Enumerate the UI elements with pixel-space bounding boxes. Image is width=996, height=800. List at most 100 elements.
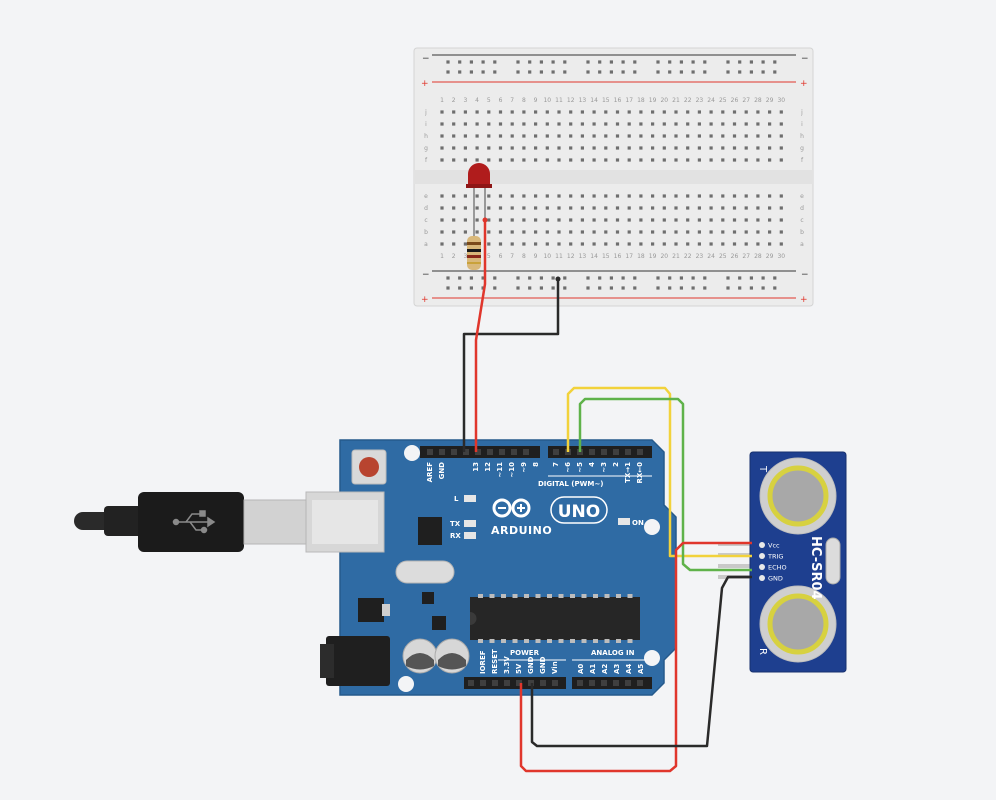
breadboard-hole[interactable] xyxy=(615,158,620,162)
breadboard-hole[interactable] xyxy=(475,194,479,198)
breadboard-hole[interactable] xyxy=(592,122,596,126)
breadboard-hole[interactable] xyxy=(569,134,573,138)
breadboard-hole[interactable] xyxy=(534,110,538,114)
breadboard-hole[interactable] xyxy=(627,110,631,114)
rail-hole[interactable] xyxy=(749,276,753,280)
breadboard-hole[interactable] xyxy=(545,242,549,246)
breadboard-hole[interactable] xyxy=(639,134,643,138)
breadboard-hole[interactable] xyxy=(662,218,666,222)
breadboard-hole[interactable] xyxy=(744,206,748,210)
breadboard-hole[interactable] xyxy=(615,146,620,150)
breadboard-hole[interactable] xyxy=(779,194,783,198)
rail-hole[interactable] xyxy=(761,286,765,290)
breadboard-hole[interactable] xyxy=(662,146,666,150)
breadboard-hole[interactable] xyxy=(440,110,444,114)
rail-hole[interactable] xyxy=(726,60,730,64)
breadboard-hole[interactable] xyxy=(487,242,491,246)
breadboard-hole[interactable] xyxy=(557,158,561,162)
breadboard-hole[interactable] xyxy=(709,110,713,114)
rail-hole[interactable] xyxy=(446,276,450,280)
rail-hole[interactable] xyxy=(598,60,602,64)
breadboard-hole[interactable] xyxy=(545,194,549,198)
breadboard-hole[interactable] xyxy=(732,206,737,210)
breadboard-hole[interactable] xyxy=(662,206,666,210)
breadboard-hole[interactable] xyxy=(651,206,655,210)
rail-hole[interactable] xyxy=(516,60,520,64)
breadboard-hole[interactable] xyxy=(463,206,467,210)
rail-hole[interactable] xyxy=(703,286,707,290)
breadboard-hole[interactable] xyxy=(744,242,748,246)
breadboard-hole[interactable] xyxy=(557,122,561,126)
breadboard-hole[interactable] xyxy=(662,122,666,126)
breadboard-hole[interactable] xyxy=(756,194,760,198)
breadboard-hole[interactable] xyxy=(498,110,503,114)
breadboard-hole[interactable] xyxy=(534,194,538,198)
header-pin-hole[interactable] xyxy=(499,449,505,455)
breadboard-hole[interactable] xyxy=(463,242,467,246)
breadboard-hole[interactable] xyxy=(487,158,491,162)
breadboard-holes[interactable] xyxy=(440,60,783,290)
rail-hole[interactable] xyxy=(516,276,520,280)
breadboard-hole[interactable] xyxy=(592,134,596,138)
breadboard-hole[interactable] xyxy=(534,158,538,162)
breadboard-hole[interactable] xyxy=(557,218,561,222)
breadboard-hole[interactable] xyxy=(744,134,748,138)
rail-hole[interactable] xyxy=(551,70,555,74)
rail-hole[interactable] xyxy=(458,286,462,290)
rail-hole[interactable] xyxy=(446,70,450,74)
breadboard-hole[interactable] xyxy=(721,122,725,126)
breadboard-hole[interactable] xyxy=(463,134,467,138)
breadboard-hole[interactable] xyxy=(522,230,526,234)
breadboard-hole[interactable] xyxy=(779,146,783,150)
rail-hole[interactable] xyxy=(528,286,532,290)
reset-button[interactable] xyxy=(359,457,379,477)
breadboard-hole[interactable] xyxy=(686,218,690,222)
breadboard-hole[interactable] xyxy=(580,206,584,210)
breadboard-hole[interactable] xyxy=(475,218,479,222)
breadboard-hole[interactable] xyxy=(569,110,573,114)
breadboard-hole[interactable] xyxy=(475,146,479,150)
breadboard-hole[interactable] xyxy=(452,146,456,150)
breadboard-hole[interactable] xyxy=(627,242,631,246)
rail-hole[interactable] xyxy=(469,286,473,290)
breadboard-hole[interactable] xyxy=(721,206,725,210)
rail-hole[interactable] xyxy=(738,276,742,280)
header-pin-hole[interactable] xyxy=(540,680,546,686)
breadboard-hole[interactable] xyxy=(545,158,549,162)
breadboard-hole[interactable] xyxy=(615,206,620,210)
rail-hole[interactable] xyxy=(493,276,497,280)
breadboard-hole[interactable] xyxy=(697,158,701,162)
rail-hole[interactable] xyxy=(668,286,672,290)
breadboard-hole[interactable] xyxy=(604,218,608,222)
rail-hole[interactable] xyxy=(679,276,683,280)
breadboard-hole[interactable] xyxy=(768,146,772,150)
breadboard-hole[interactable] xyxy=(732,134,737,138)
breadboard-hole[interactable] xyxy=(545,110,549,114)
breadboard-hole[interactable] xyxy=(779,122,783,126)
rail-hole[interactable] xyxy=(446,60,450,64)
breadboard-hole[interactable] xyxy=(604,194,608,198)
rail-hole[interactable] xyxy=(633,276,637,280)
breadboard-hole[interactable] xyxy=(487,218,491,222)
breadboard-hole[interactable] xyxy=(674,110,678,114)
breadboard-hole[interactable] xyxy=(744,122,748,126)
breadboard-hole[interactable] xyxy=(440,230,444,234)
rail-hole[interactable] xyxy=(516,70,520,74)
breadboard-hole[interactable] xyxy=(475,122,479,126)
breadboard-hole[interactable] xyxy=(510,110,514,114)
rail-hole[interactable] xyxy=(539,276,543,280)
rail-hole[interactable] xyxy=(621,60,625,64)
breadboard-hole[interactable] xyxy=(709,230,713,234)
header-pin-hole[interactable] xyxy=(637,680,643,686)
breadboard-hole[interactable] xyxy=(452,122,456,126)
breadboard-hole[interactable] xyxy=(557,230,561,234)
breadboard[interactable]: − + − + − + − + 112233445566778899101011… xyxy=(413,47,814,307)
breadboard-hole[interactable] xyxy=(580,122,584,126)
header-pin-hole[interactable] xyxy=(589,680,595,686)
breadboard-hole[interactable] xyxy=(580,158,584,162)
breadboard-hole[interactable] xyxy=(498,134,503,138)
breadboard-hole[interactable] xyxy=(498,194,503,198)
rail-hole[interactable] xyxy=(773,60,777,64)
breadboard-hole[interactable] xyxy=(768,242,772,246)
breadboard-hole[interactable] xyxy=(639,146,643,150)
